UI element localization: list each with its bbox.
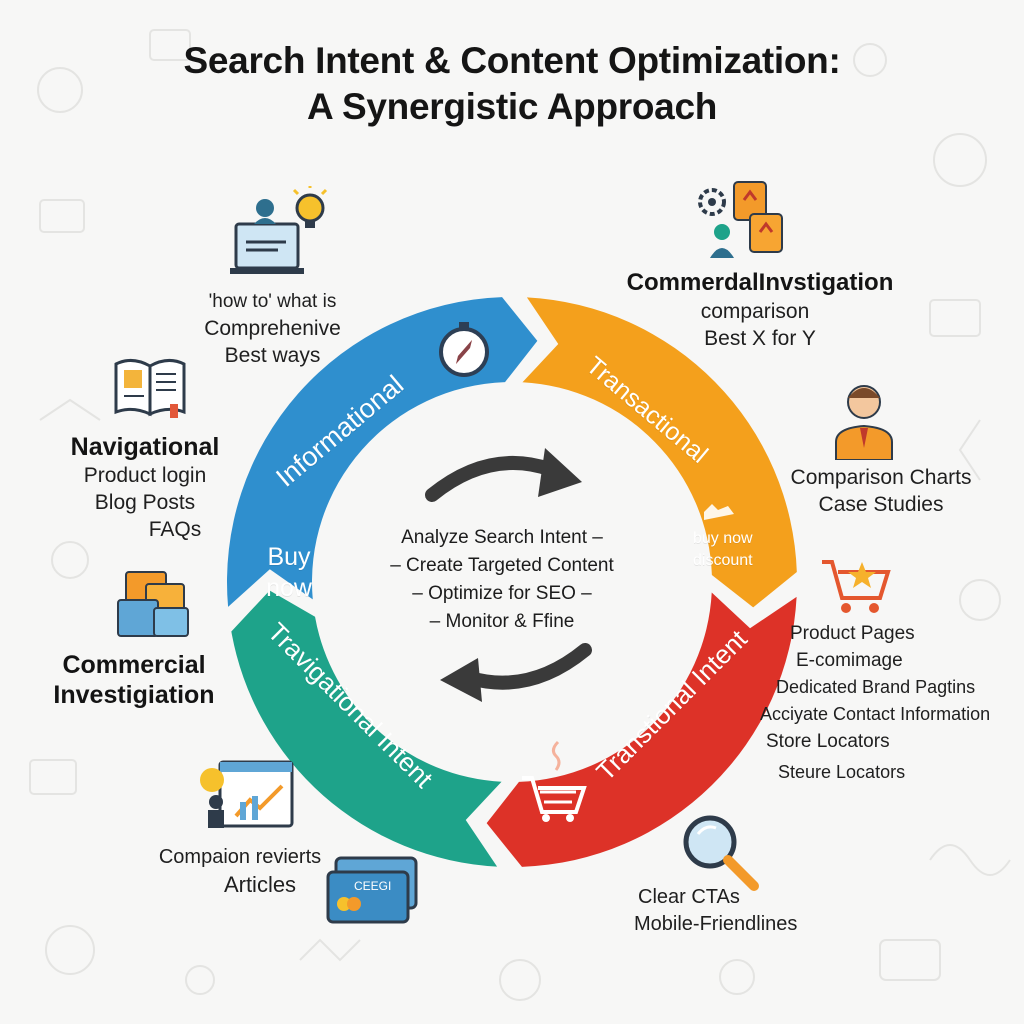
step-monitor: – Monitor & Ffine [429,611,575,632]
navigational-block: Navigational Product login Blog Posts FA… [60,432,230,543]
product-item: Product Pages [790,623,915,644]
buy-now-figure-icon [704,504,734,520]
credit-card-icon: CEEGI [326,856,418,924]
product-item: Steure Locators [778,762,906,782]
bottom-cycle-arrowhead [440,658,482,702]
commercial-heading-line-1: Commercial [62,651,206,679]
comparison-item: Case Studies [818,493,944,516]
cycle-arrows-icon [425,448,592,702]
product-item: Dedicated Brand Pagtins [776,677,976,697]
keyword-line: Best ways [224,344,321,367]
process-steps: Analyze Search Intent – – Create Targete… [352,524,652,636]
cta-block: Clear CTAs Mobile-Friendlines [634,884,834,938]
gears-products-icon [698,181,783,258]
step-analyze: Analyze Search Intent – [401,527,603,548]
card-text: CEEGI [354,879,391,893]
compass-icon [439,322,489,377]
commercial-investigation-item: Best X for Y [704,327,816,350]
magnifier-icon [683,815,759,891]
top-cycle-arrowhead [538,448,582,497]
transactional-segment[interactable] [522,297,797,608]
diagram-title: Search Intent & Content Optimization: A … [0,38,1024,130]
reviews-line: Compaion revierts [158,846,322,868]
comparison-charts-block: Comparison Charts Case Studies [776,464,986,518]
product-pages-block: Product Pages E-comimage Dedicated Brand… [756,620,1024,786]
step-create: – Create Targeted Content [390,555,614,576]
open-book-icon [114,359,186,418]
keyword-line: Comprehenive [204,317,341,340]
buy-now-ring-text: Buy now [266,543,312,602]
keyword-line: 'how to' what is [208,291,337,312]
commercial-investigation-left: Commercial Investigiation [44,650,224,710]
title-line-2: A Synergistic Approach [306,86,718,127]
top-cycle-arrow [425,456,559,502]
navigational-item: FAQs [148,518,202,541]
person-laptop-lightbulb-icon [230,186,328,274]
buy-now-small-text: buy now [693,530,753,547]
red-cart-icon [522,740,587,822]
articles-line: Articles [223,872,297,897]
product-item: Acciyate Contact Information [760,704,991,724]
shopping-cart-star-icon [822,560,891,613]
comparison-reviews-block: Compaion revierts Articles [140,844,340,898]
title-line-1: Search Intent & Content Optimization: [183,40,841,81]
navigational-intent-segment[interactable] [231,590,502,867]
businessman-icon [835,385,893,460]
cta-item: Clear CTAs [638,886,740,908]
buy-now-discount-label: buy now discount [693,528,753,572]
bottom-cycle-arrow [463,643,592,690]
buy-now-ring-label: Buy now [260,542,318,604]
informational-keywords: 'how to' what is Comprehenive Best ways [180,288,365,369]
navigational-item: Blog Posts [94,491,196,514]
navigational-item: Product login [83,464,207,487]
commercial-investigation-right: CommerdalInvstigation comparison Best X … [610,268,910,352]
cta-item: Mobile-Friendlines [634,913,798,935]
commercial-heading-line-2: Investigiation [53,681,215,709]
comparison-item: Comparison Charts [790,466,972,489]
product-item: E-comimage [796,650,903,671]
navigational-heading: Navigational [70,433,220,461]
analytics-dashboard-icon [200,760,294,828]
commercial-investigation-heading: CommerdalInvstigation [626,269,894,296]
step-optimize: – Optimize for SEO – [412,583,592,604]
transitional-intent-segment[interactable] [486,592,797,867]
stacked-folders-icon [117,571,189,637]
discount-text: discount [693,552,753,569]
commercial-investigation-item: comparison [700,300,810,323]
product-item: Store Locators [766,731,890,752]
